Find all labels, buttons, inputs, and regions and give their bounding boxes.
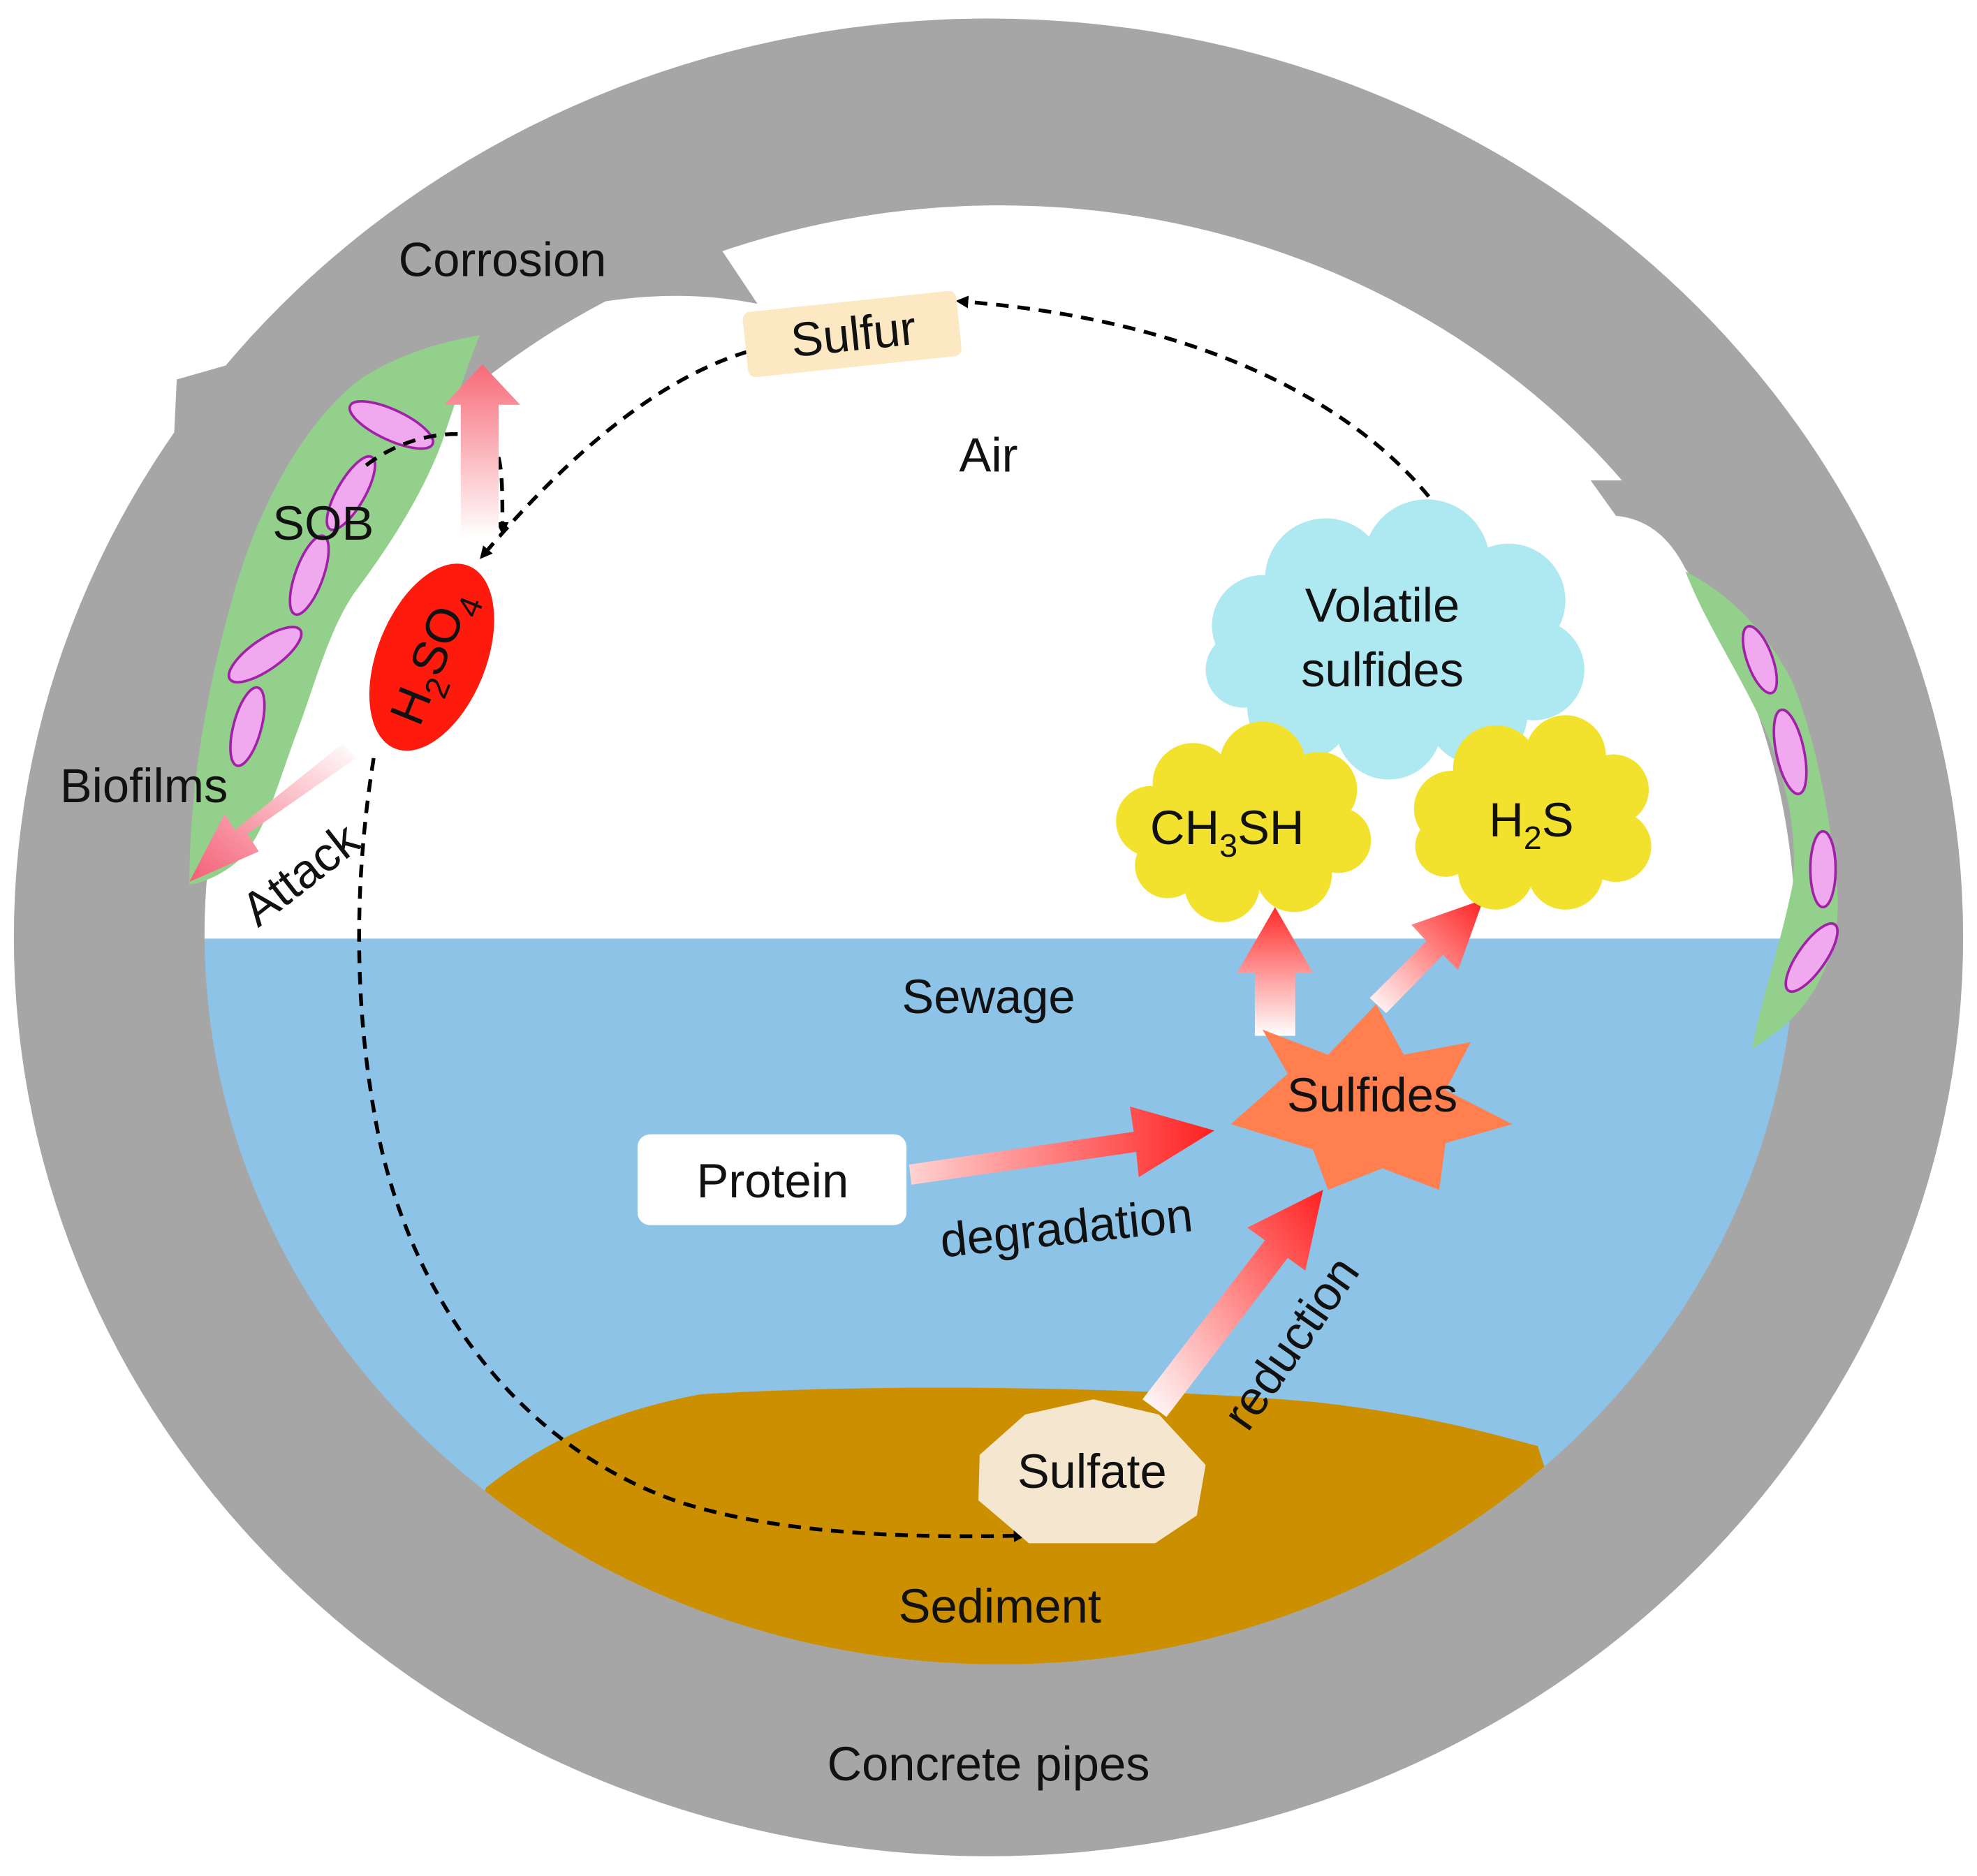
bacterium	[1772, 708, 1808, 795]
sediment-label: Sediment	[899, 1579, 1101, 1633]
protein-label: Protein	[697, 1154, 849, 1208]
sulfides-label: Sulfides	[1287, 1068, 1457, 1122]
bacterium	[325, 455, 376, 531]
sob-bacteria-left	[227, 400, 434, 767]
corroded-wall-edge-right	[1590, 480, 1818, 758]
arrow-sulfides-to-h2s	[1369, 899, 1484, 1014]
sulfur-label: Sulfur	[788, 301, 919, 367]
biofilm-right	[1685, 571, 1838, 1049]
bacterium	[288, 534, 330, 616]
bacterium	[1784, 922, 1839, 994]
dashed-cycle	[357, 295, 1467, 1542]
h2s-label: H2S	[1489, 793, 1573, 856]
dashed-path-acid-to-sulfate	[357, 758, 1027, 1542]
sulfate-octagon	[978, 1399, 1206, 1544]
biofilm-left	[189, 335, 480, 885]
sulfate-label: Sulfate	[1017, 1445, 1167, 1498]
sob-label: SOB	[272, 496, 374, 550]
dashed-path-sob-loop	[365, 432, 509, 535]
h2so4-ellipse	[369, 563, 494, 751]
bacterium	[348, 400, 434, 450]
dashed-path-volatile-to-sulfur	[955, 295, 1467, 551]
biofilms-label: Biofilms	[60, 759, 228, 813]
arrow-attack	[189, 743, 356, 882]
dashed-path-sulfur-to-acid	[480, 350, 749, 559]
ch3sh-label: CH3SH	[1150, 801, 1304, 864]
arrow-protein-to-sulfides	[909, 1106, 1215, 1185]
volatile-sulfides-cloud	[1205, 499, 1585, 780]
bacterium	[227, 626, 303, 684]
arrow-sulfides-to-ch3sh	[1237, 907, 1314, 1036]
air-label: Air	[960, 429, 1018, 482]
sob-bacteria-right	[1741, 625, 1839, 994]
sulfur-box	[742, 290, 962, 378]
h2s-cloud	[1413, 715, 1652, 910]
corrosion-label: Corrosion	[399, 232, 607, 286]
bacterium	[1809, 829, 1837, 909]
sediment-region	[379, 1387, 1642, 1664]
protein-box	[637, 1134, 906, 1225]
sewage-label: Sewage	[902, 970, 1075, 1024]
corroded-wall-edge	[151, 228, 758, 910]
arrow-acid-to-corrosion	[444, 364, 520, 538]
volatile-label-line1: Volatile	[1305, 579, 1460, 633]
concrete-pipes-label: Concrete pipes	[828, 1737, 1150, 1791]
bacterium	[1741, 625, 1779, 695]
volatile-label-line2: sulfides	[1301, 643, 1464, 697]
ch3sh-cloud	[1116, 721, 1372, 922]
sulfides-star	[1230, 1004, 1513, 1190]
arrow-sulfate-to-sulfides	[1142, 1190, 1323, 1417]
bacterium	[229, 686, 266, 767]
